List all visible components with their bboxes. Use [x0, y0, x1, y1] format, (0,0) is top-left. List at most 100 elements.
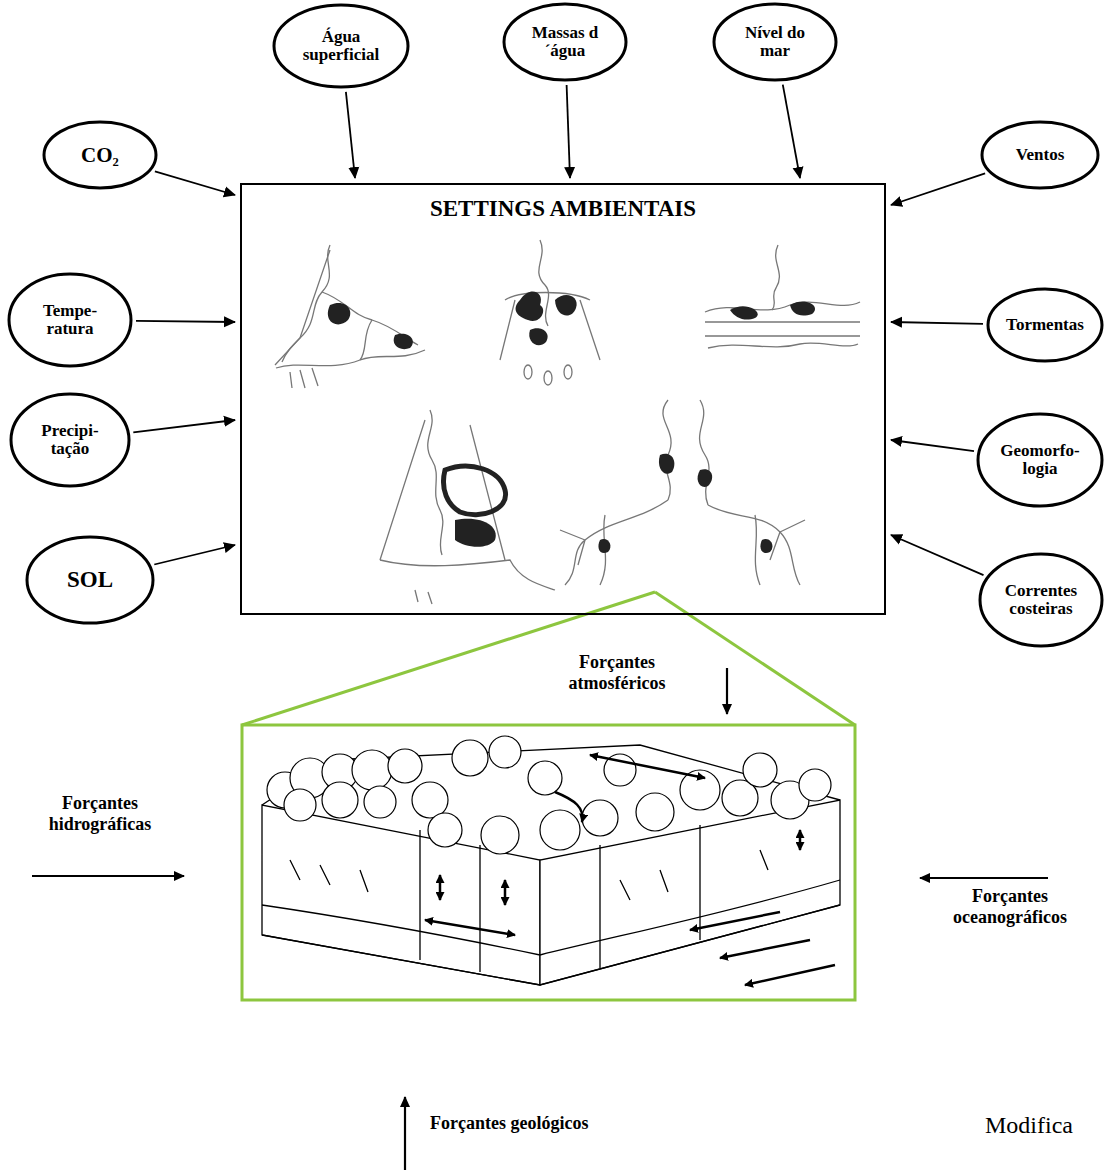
coastal-sketch — [544, 371, 552, 385]
influence-arrow — [891, 440, 974, 451]
source-note: Modifica — [985, 1112, 1073, 1140]
tree-canopy — [388, 749, 422, 783]
block-diagram — [262, 805, 540, 985]
factor-label: Geomorfo- logia — [992, 442, 1088, 479]
coastal-sketch — [428, 410, 443, 555]
coastal-sketch — [290, 368, 318, 388]
flow-arrows — [504, 880, 507, 905]
coastal-sketch — [705, 302, 860, 312]
factor-label: Correntes costeiras — [993, 582, 1089, 619]
tree-canopy — [352, 750, 392, 790]
coastal-sketch — [663, 400, 671, 500]
influence-arrow — [891, 535, 984, 575]
ellipse-outline — [11, 394, 129, 486]
coastal-sketch-dark — [659, 454, 674, 474]
coastal-sketch — [700, 400, 709, 505]
flow-arrows — [720, 940, 810, 958]
factor-ellipse: Massas d´água — [502, 2, 628, 82]
ellipse-outline — [978, 414, 1102, 506]
coastal-sketch-dark — [516, 292, 544, 321]
settings-box: SETTINGS AMBIENTAIS — [240, 183, 886, 615]
influence-arrow — [346, 92, 355, 178]
factor-label: Precipi- tação — [34, 422, 106, 459]
tree-canopy — [743, 753, 777, 787]
forcing-arrow — [726, 668, 728, 714]
influence-arrow — [155, 171, 235, 195]
flow-arrows — [425, 755, 835, 985]
coastal-sketch — [565, 500, 668, 585]
coastal-sketch — [276, 350, 425, 368]
coastal-sketch-dark — [598, 539, 610, 553]
forcing-label: Forçantes oceanográficos — [926, 886, 1094, 927]
influence-arrow — [133, 420, 235, 432]
tree-canopy — [540, 810, 580, 850]
factor-ellipse: Ventos — [980, 120, 1100, 190]
tree-canopy — [267, 736, 831, 854]
coastal-sketch — [500, 300, 600, 360]
factor-label: Nível do mar — [735, 24, 815, 61]
forcing-arrow — [32, 668, 1048, 1170]
factor-label: Ventos — [1016, 146, 1065, 164]
factor-label: Tormentas — [1006, 316, 1084, 334]
forcing-arrow — [32, 875, 184, 877]
ellipse-outline — [274, 5, 408, 87]
factor-ellipse: Geomorfo- logia — [976, 412, 1104, 508]
coastal-sketch-dark — [328, 303, 350, 324]
factor-label: Água superficial — [291, 28, 391, 65]
coastal-sketch-dark — [555, 295, 577, 316]
coastal-sketch — [772, 245, 779, 310]
factor-label: CO₂ — [81, 144, 119, 167]
tree-canopy — [452, 740, 488, 776]
tree-canopy — [322, 782, 358, 818]
coastal-sketch — [380, 560, 555, 590]
zoom-frame — [242, 592, 855, 1000]
coastal-sketch — [505, 293, 590, 301]
influence-arrow — [891, 173, 985, 205]
flow-arrows — [590, 755, 705, 778]
box-title: SETTINGS AMBIENTAIS — [430, 197, 696, 222]
coastal-sketch — [275, 250, 330, 365]
factor-label: Tempe- ratura — [35, 302, 105, 339]
factor-ellipse: Nível do mar — [712, 2, 838, 82]
forcing-label: Forçantes atmosféricos — [540, 652, 694, 693]
influence-arrow — [783, 85, 800, 178]
tree-canopy — [284, 789, 316, 821]
factor-label: Massas d´água — [525, 24, 605, 61]
coastal-sketch — [564, 365, 572, 379]
ellipse-outline — [44, 122, 156, 188]
factor-ellipse: SOL — [25, 535, 155, 625]
ellipse-outline — [982, 122, 1098, 188]
tree-canopy — [582, 800, 618, 836]
tree-canopy — [528, 761, 562, 795]
ellipse-outline — [980, 554, 1102, 646]
influence-arrow — [567, 85, 570, 178]
block-diagram — [262, 905, 540, 955]
block-diagram — [290, 850, 768, 900]
flow-arrows — [425, 920, 515, 935]
ellipse-outline — [27, 537, 153, 623]
block-diagram — [600, 825, 700, 968]
tree-canopy — [428, 813, 462, 847]
coastal-sketch — [705, 322, 860, 336]
coastal-sketch — [275, 240, 860, 604]
flow-arrows — [690, 912, 780, 930]
influence-arrow — [154, 545, 235, 565]
coastal-sketch — [708, 505, 800, 585]
tree-canopy — [636, 793, 674, 831]
coastal-sketch — [380, 420, 505, 560]
coastal-sketch — [282, 245, 330, 362]
factor-ellipse: Correntes costeiras — [978, 552, 1104, 648]
coastal-sketch-dark — [443, 466, 505, 515]
coastal-sketch-dark — [455, 519, 496, 547]
tree-canopy — [481, 816, 519, 854]
block-diagram — [262, 905, 840, 985]
coastal-sketch-dark — [529, 328, 547, 345]
forcing-arrow — [920, 877, 1048, 879]
coastal-sketch — [708, 343, 858, 348]
block-diagram — [262, 745, 840, 985]
coastal-sketch — [415, 590, 432, 604]
forcing-label: Forçantes hidrográficas — [22, 793, 178, 834]
coastal-sketch-dark — [698, 469, 713, 487]
